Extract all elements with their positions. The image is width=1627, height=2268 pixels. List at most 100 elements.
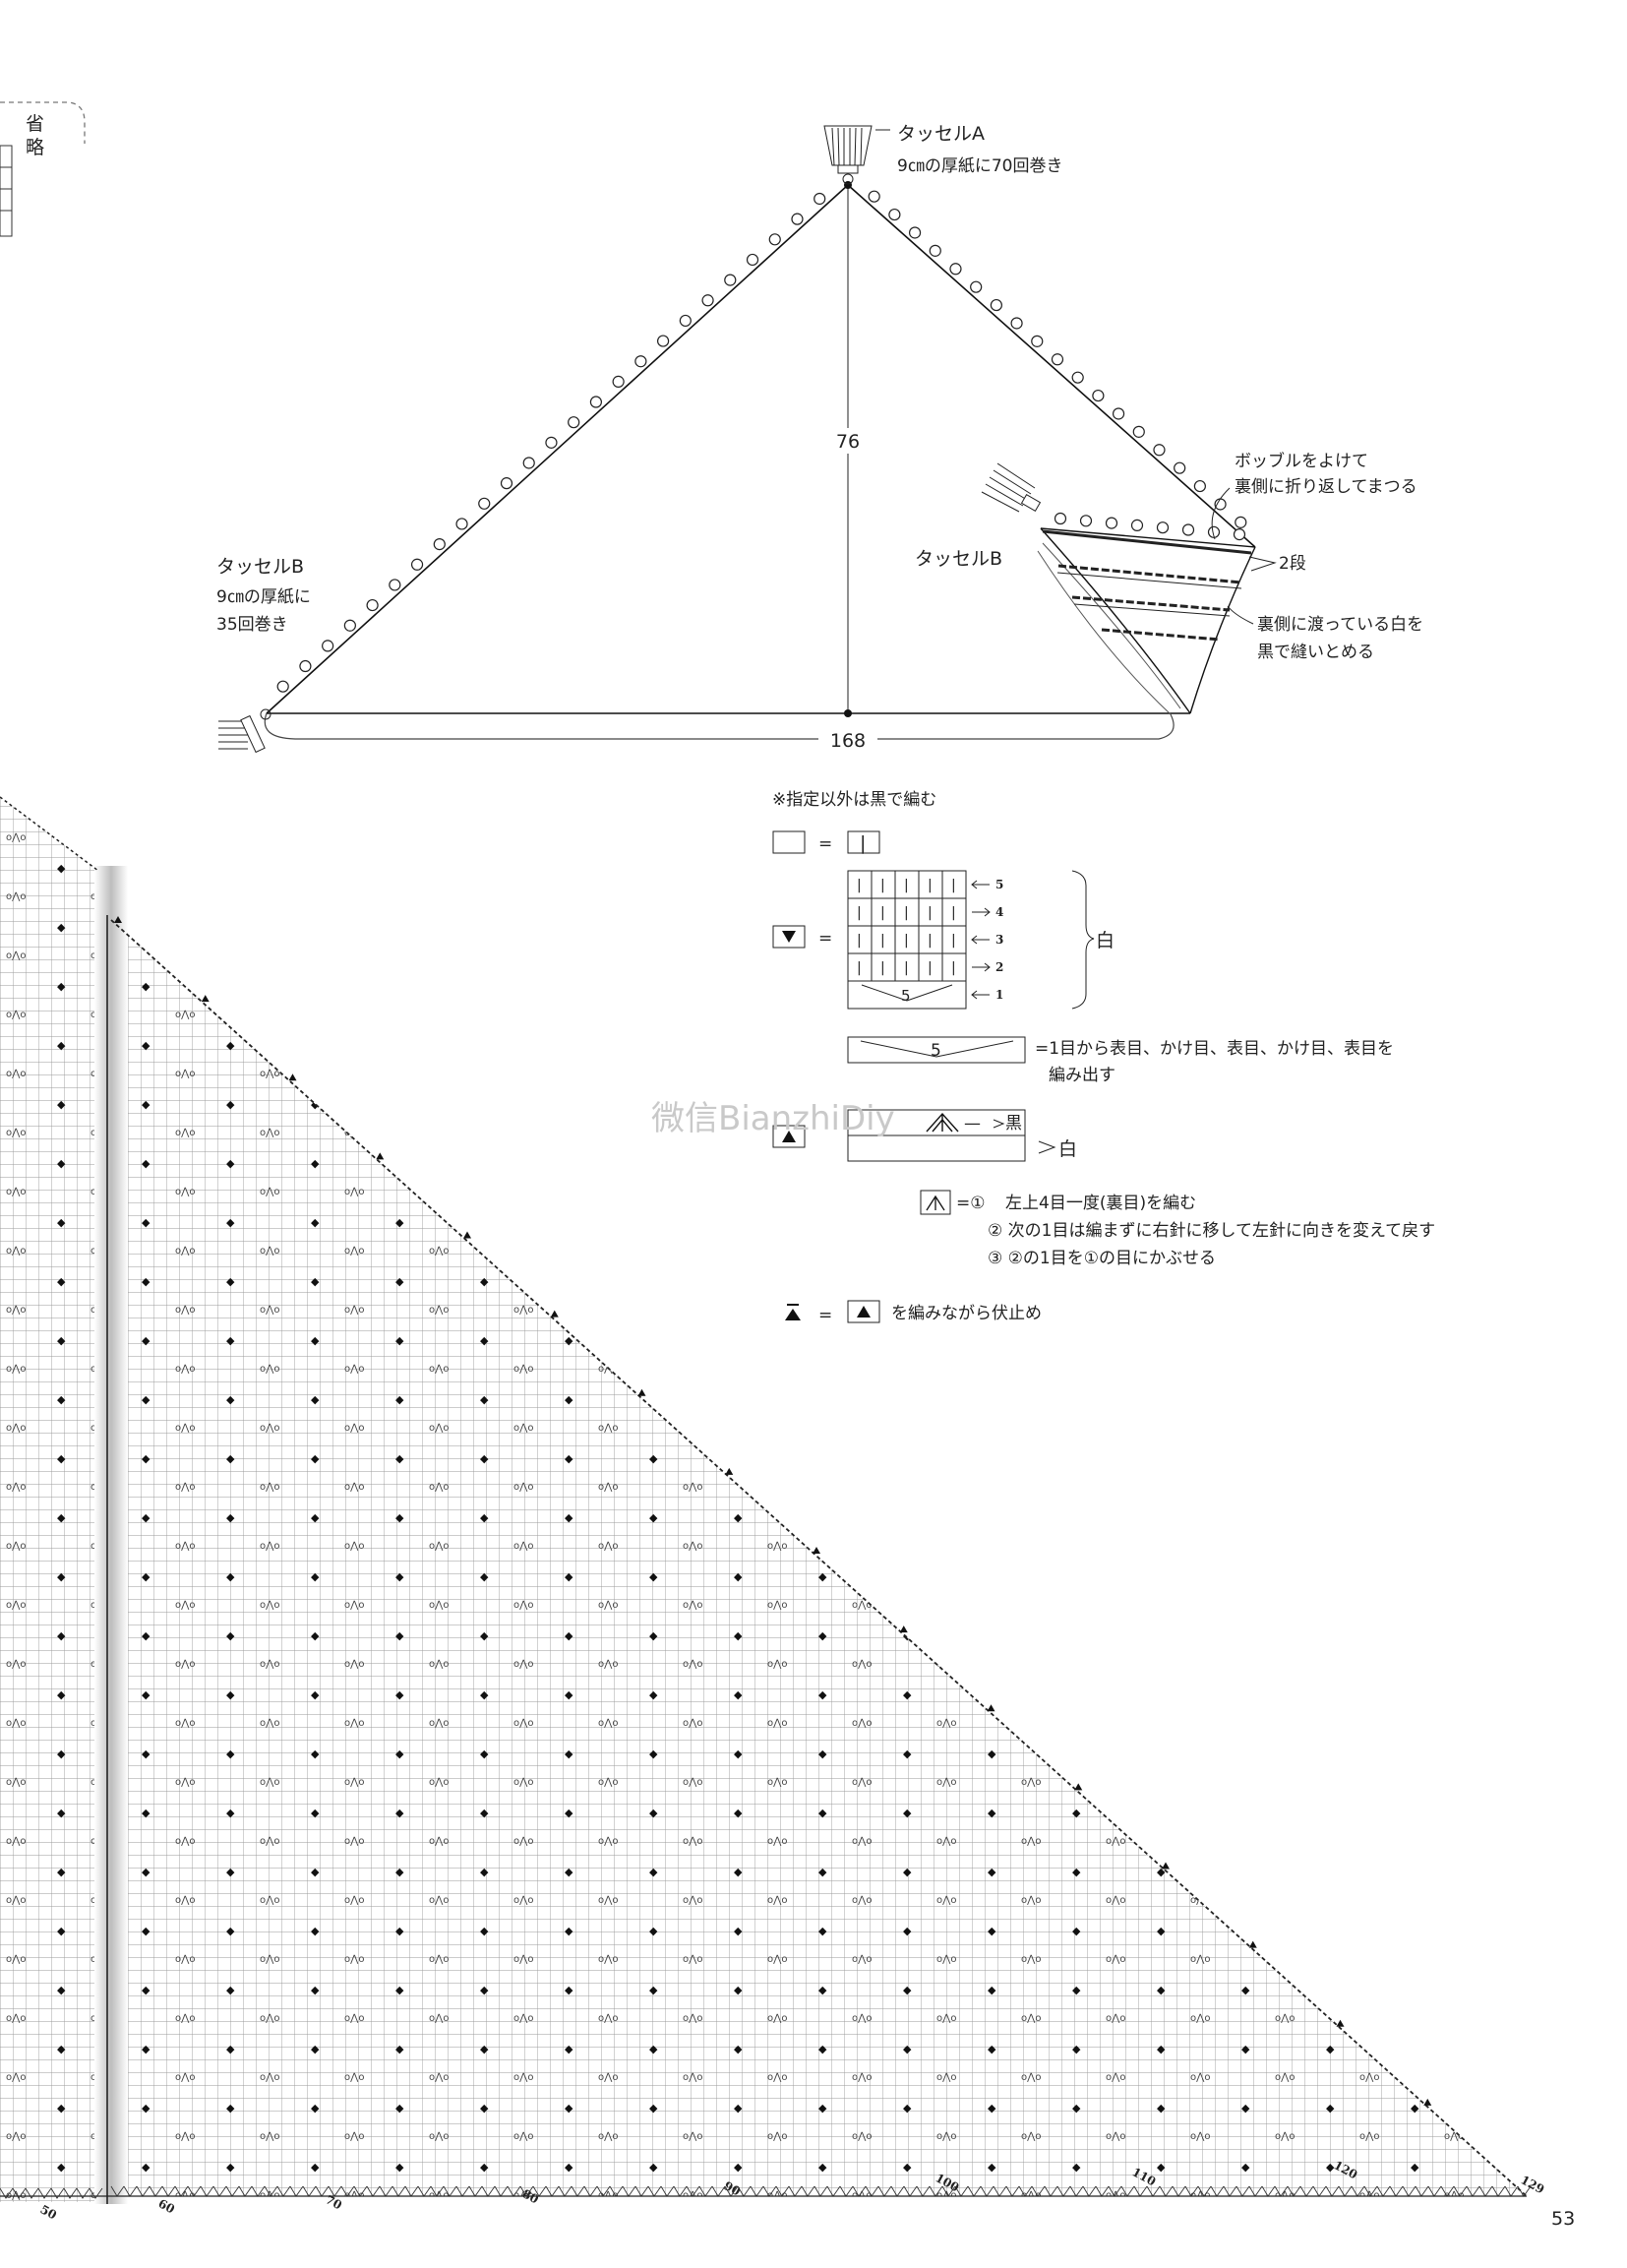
bobble-icon — [455, 518, 468, 530]
bobble-icon — [433, 538, 446, 551]
decrease-step-3: ③ ②の1目を①の目にかぶせる — [988, 1249, 1216, 1268]
tassel-a-note: 9㎝の厚紙に70回巻き — [897, 156, 1062, 176]
watermark: 微信BianzhiDiy — [651, 1099, 895, 1138]
bottom-edge-increases — [0, 2185, 1532, 2199]
bobble-icon — [724, 274, 737, 286]
bobble-icon — [634, 355, 647, 368]
decrease-step-2: ② 次の1目は編まずに右針に移して左針に向きを変えて戻す — [988, 1221, 1435, 1241]
bobble-icon — [868, 190, 880, 203]
bindoff-mark-icon — [1162, 1862, 1170, 1870]
svg-text:|: | — [880, 960, 885, 976]
svg-text:=: = — [818, 1306, 832, 1325]
bobble-icon — [1181, 523, 1195, 536]
stitch-count-label: 70 — [324, 2192, 344, 2212]
bobble-icon — [1153, 444, 1166, 457]
bobble-icon — [343, 619, 356, 632]
bobble-icon — [1112, 407, 1125, 420]
svg-text:5: 5 — [901, 987, 911, 1005]
sew-note-2: 黒で縫いとめる — [1257, 643, 1374, 662]
svg-text:=: = — [818, 929, 832, 949]
bindoff-mark-icon — [899, 1625, 908, 1633]
shawl-outline — [264, 184, 1256, 740]
bobble-icon — [1054, 512, 1067, 525]
bindoff-mark-icon — [288, 1073, 297, 1081]
bobble-note-1: ボッブルをよけて — [1235, 451, 1368, 471]
svg-text:|: | — [857, 960, 862, 976]
bindoff-mark-icon — [376, 1152, 385, 1160]
svg-text:|: | — [857, 878, 862, 893]
bobble-icon — [1174, 461, 1186, 474]
bobble-note-2: 裏側に折り返してまつる — [1235, 476, 1417, 497]
sew-note-1: 裏側に渡っている白を — [1257, 614, 1423, 635]
bindoff-mark-icon — [1336, 2019, 1345, 2027]
black-label: 黒 — [1005, 1114, 1022, 1134]
bobble-icon — [1079, 515, 1093, 527]
bindoff-mark-icon — [987, 1704, 995, 1712]
bobble-color-label: 白 — [1096, 930, 1115, 951]
tassel-b-note-2: 35回巻き — [216, 615, 288, 635]
bobble-icon — [679, 314, 692, 328]
bobble-icon — [701, 294, 714, 307]
decrease-eq: =① — [956, 1194, 985, 1213]
stitch-count-label: 90 — [722, 2178, 743, 2198]
legend: ※指定以外は黒で編む = | = ||||||||||||||||||||554… — [772, 790, 1435, 1325]
svg-text:|: | — [880, 933, 885, 949]
svg-text:|: | — [880, 905, 885, 921]
svg-text:|: | — [928, 878, 933, 893]
bobble-edge — [276, 190, 1247, 693]
page-number: 53 — [1551, 2208, 1575, 2230]
stitch-count-label: 60 — [156, 2196, 177, 2216]
stitch-count-label: 50 — [38, 2202, 59, 2222]
bindoff-symbol-icon — [785, 1309, 801, 1320]
bobble-icon — [500, 477, 513, 490]
bobble-row-number: 4 — [995, 905, 1003, 919]
bobble-icon — [1031, 335, 1044, 347]
white-label: 白 — [1058, 1138, 1077, 1160]
svg-text:|: | — [951, 878, 956, 893]
bindoff-mark-icon — [114, 916, 122, 923]
svg-text:|: | — [857, 933, 862, 949]
bobble-icon — [1092, 389, 1105, 402]
svg-text:=: = — [818, 834, 832, 854]
height-label: 76 — [836, 431, 860, 453]
bindoff-mark-icon — [463, 1231, 471, 1239]
knit-symbol: | — [860, 832, 866, 854]
bobble-icon — [478, 497, 491, 510]
corner-fragment: 省 略 — [0, 101, 86, 237]
tassel-b-left-icon — [218, 708, 271, 754]
bobble-icon — [1010, 317, 1023, 330]
shawl-schematic: 76 168 タッセルA 9㎝の厚紙に70回巻き タッセルB 9㎝の厚紙に 35… — [216, 123, 1423, 754]
bindoff-mark-icon — [725, 1467, 734, 1475]
bobble-icon — [1193, 479, 1206, 493]
bobble-icon — [589, 396, 603, 408]
bobble-icon — [1130, 519, 1144, 532]
book-spine — [94, 866, 128, 2204]
svg-text:|: | — [928, 933, 933, 949]
bindoff-mark-icon — [637, 1388, 646, 1396]
bobble-icon — [522, 457, 535, 469]
bobble-icon — [768, 233, 781, 246]
svg-text:|: | — [951, 960, 956, 976]
bindoff-mark-icon — [813, 1547, 820, 1554]
increase-desc-2: 編み出す — [1049, 1066, 1115, 1085]
bindoff-desc: を編みながら伏止め — [891, 1304, 1042, 1323]
svg-text:|: | — [928, 960, 933, 976]
corner-text-2: 略 — [26, 137, 44, 158]
svg-text:|: | — [928, 905, 933, 921]
tassel-b-label: タッセルB — [216, 556, 304, 578]
bobble-icon — [1071, 371, 1084, 384]
bobble-icon — [746, 253, 759, 267]
decrease-step-1: 左上4目一度(裏目)を編む — [1005, 1193, 1196, 1213]
bobble-icon — [276, 680, 289, 693]
svg-text:|: | — [857, 905, 862, 921]
bobble-icon — [929, 244, 941, 257]
bindoff-edge-marks — [114, 916, 1432, 2106]
bobble-icon — [322, 640, 334, 652]
bobble-icon — [366, 598, 379, 612]
k4tog-symbol-icon — [926, 1112, 959, 1133]
width-label: 168 — [830, 730, 866, 752]
legend-note: ※指定以外は黒で編む — [772, 790, 936, 810]
